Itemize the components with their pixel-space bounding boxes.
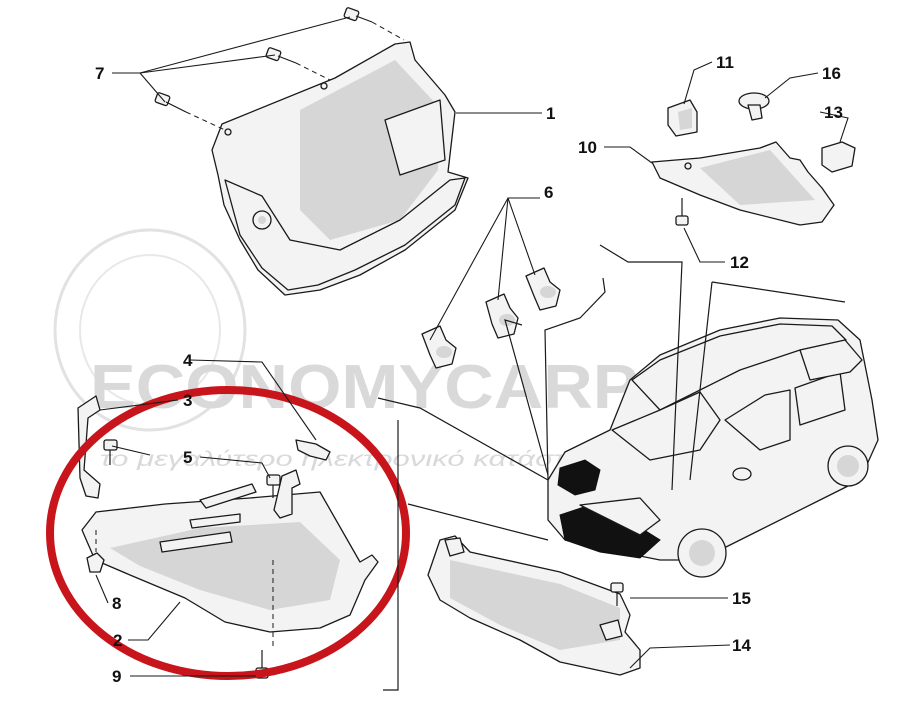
callout-9: 9 [112, 667, 121, 686]
callout-12: 12 [730, 253, 749, 272]
callout-15: 15 [732, 589, 751, 608]
callout-3: 3 [183, 391, 192, 410]
part-front-under-shield [427, 535, 641, 676]
clip-11 [667, 99, 698, 137]
screw-7-top [343, 7, 373, 23]
callout-4: 4 [183, 351, 193, 370]
screw-7-mid [265, 47, 297, 64]
screw-12 [675, 198, 689, 226]
bracket-4 [273, 439, 331, 519]
screw-7-low [154, 92, 187, 113]
bushing-6-b [485, 293, 519, 339]
nut-13 [821, 141, 856, 173]
callout-11: 11 [716, 53, 734, 72]
leader-lines [95, 16, 849, 677]
nut-8 [86, 552, 105, 573]
car-connector-lines [377, 244, 846, 691]
car-illustration [547, 317, 879, 578]
callout-8: 8 [112, 594, 121, 613]
bolt-5-left [103, 439, 118, 465]
callout-labels: 1 2 3 4 5 6 7 8 9 10 11 12 13 14 15 16 [95, 53, 843, 686]
part-underbody-shield [81, 483, 379, 633]
callout-6: 6 [544, 183, 553, 202]
callout-2: 2 [113, 631, 122, 650]
part-headlight-bracket [651, 141, 835, 226]
screw-group-7 [154, 7, 405, 131]
bushing-6-c [525, 267, 561, 311]
callout-1: 1 [546, 104, 555, 123]
callout-14: 14 [732, 636, 751, 655]
bushing-group-6 [421, 267, 561, 369]
callout-7: 7 [95, 64, 104, 83]
bushing-6-a [421, 325, 457, 369]
callout-16: 16 [822, 64, 841, 83]
screw-15 [610, 582, 624, 606]
part-wheel-arch-liner [211, 41, 469, 296]
callout-13: 13 [824, 103, 843, 122]
clip-16 [738, 92, 770, 121]
watermark-logo-ring [53, 228, 247, 432]
callout-10: 10 [578, 138, 597, 157]
bracket-3 [77, 395, 101, 499]
callout-5: 5 [183, 448, 192, 467]
